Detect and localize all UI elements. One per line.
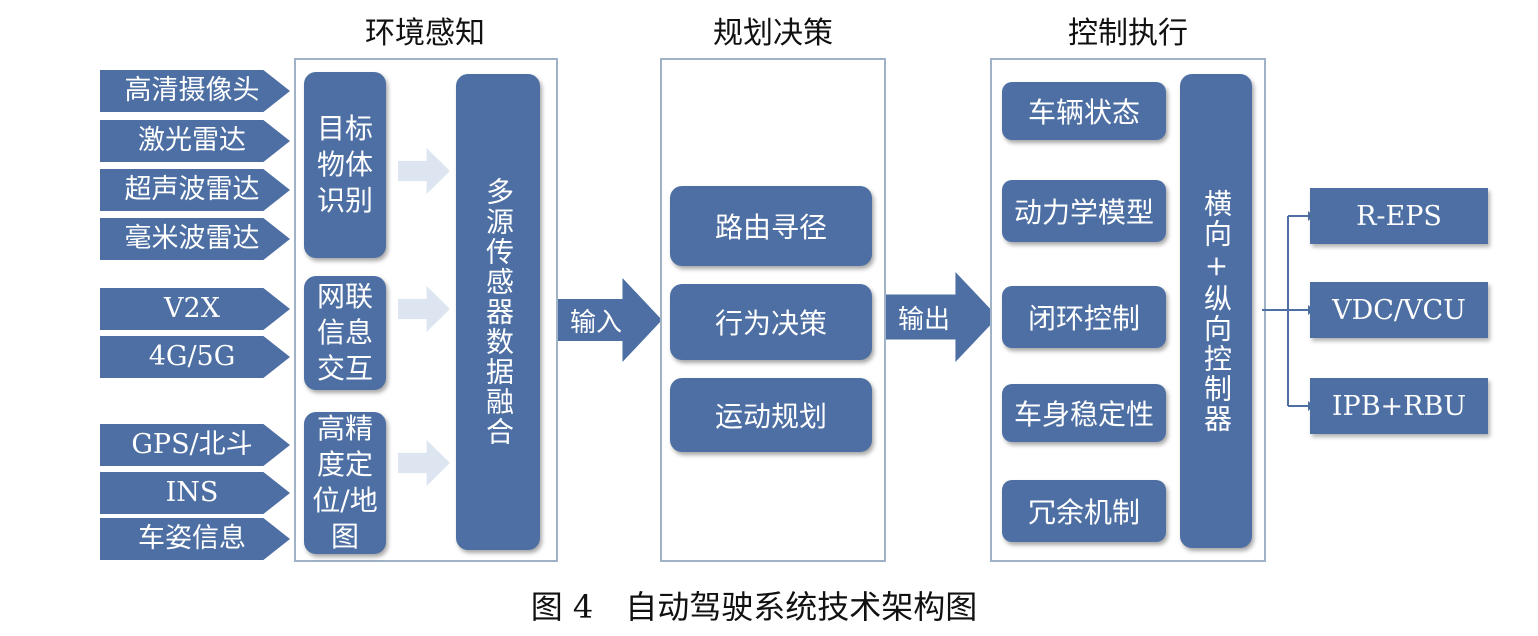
fusion-label: 多源传感器数据融合	[482, 177, 515, 447]
output-connector	[1262, 211, 1314, 411]
sensor-gps: GPS/北斗	[100, 424, 290, 466]
output-arrow-label: 输出	[898, 304, 951, 335]
sensor-label: 激光雷达	[138, 125, 246, 156]
dynamics-model-label: 动力学模型	[1013, 196, 1154, 229]
sensor-label: 超声波雷达	[124, 174, 260, 205]
object-recognition-label: 目标物体识别	[316, 112, 373, 217]
sensor-label: 毫米波雷达	[124, 223, 260, 254]
control-title: 控制执行	[1068, 16, 1188, 51]
redundancy-label: 冗余机制	[1027, 496, 1140, 529]
sensor-v2x: V2X	[100, 288, 290, 330]
body-stability-block: 车身稳定性	[1002, 384, 1166, 442]
output-label: R-EPS	[1356, 200, 1442, 232]
hd-map-block: 高精度定位/地图	[304, 412, 386, 554]
motion-planning-label: 运动规划	[714, 400, 827, 433]
output-label: VDC/VCU	[1332, 294, 1466, 326]
network-info-label: 网联信息交互	[316, 280, 373, 385]
figure-caption: 图 4 自动驾驶系统技术架构图	[530, 588, 978, 626]
network-info-block: 网联信息交互	[304, 276, 386, 390]
controller-block: 横向+纵向控制器	[1180, 74, 1252, 548]
redundancy-block: 冗余机制	[1002, 480, 1166, 542]
sensor-ins: INS	[100, 472, 290, 514]
sensor-hd-camera: 高清摄像头	[100, 70, 290, 112]
sensor-4g5g: 4G/5G	[100, 336, 290, 378]
output-vdc-vcu: VDC/VCU	[1310, 282, 1488, 338]
input-arrow-label: 输入	[570, 307, 623, 338]
perception-title: 环境感知	[365, 16, 485, 51]
motion-planning-block: 运动规划	[670, 378, 872, 452]
sensor-vehicle-pose: 车姿信息	[100, 518, 290, 560]
behavior-decision-block: 行为决策	[670, 284, 872, 360]
output-label: IPB+RBU	[1331, 390, 1467, 422]
input-arrow: 输入	[558, 278, 662, 362]
sensor-lidar: 激光雷达	[100, 120, 290, 162]
hd-map-label: 高精度定位/地图	[312, 412, 378, 553]
output-r-eps: R-EPS	[1310, 188, 1488, 244]
sensor-label: 4G/5G	[148, 341, 236, 372]
sensor-ultrasonic: 超声波雷达	[100, 169, 290, 211]
sensor-mmwave: 毫米波雷达	[100, 218, 290, 260]
sensor-label: 车姿信息	[138, 523, 246, 554]
sensor-label: INS	[165, 477, 219, 508]
output-ipb-rbu: IPB+RBU	[1310, 378, 1488, 434]
behavior-decision-label: 行为决策	[714, 307, 827, 340]
dynamics-model-block: 动力学模型	[1002, 180, 1166, 242]
planning-title: 规划决策	[713, 16, 833, 51]
object-recognition-block: 目标物体识别	[304, 72, 386, 258]
vehicle-state-block: 车辆状态	[1002, 82, 1166, 140]
sensor-label: V2X	[164, 293, 220, 324]
controller-label: 横向+纵向控制器	[1200, 188, 1233, 434]
routing-block: 路由寻径	[670, 186, 872, 266]
routing-label: 路由寻径	[714, 211, 827, 244]
closed-loop-control-label: 闭环控制	[1027, 302, 1140, 335]
body-stability-label: 车身稳定性	[1013, 398, 1154, 431]
sensor-label: GPS/北斗	[131, 429, 253, 460]
fusion-block: 多源传感器数据融合	[456, 74, 540, 550]
vehicle-state-label: 车辆状态	[1027, 96, 1140, 129]
output-arrow: 输出	[886, 272, 998, 362]
sensor-label: 高清摄像头	[124, 75, 260, 106]
closed-loop-control-block: 闭环控制	[1002, 286, 1166, 348]
